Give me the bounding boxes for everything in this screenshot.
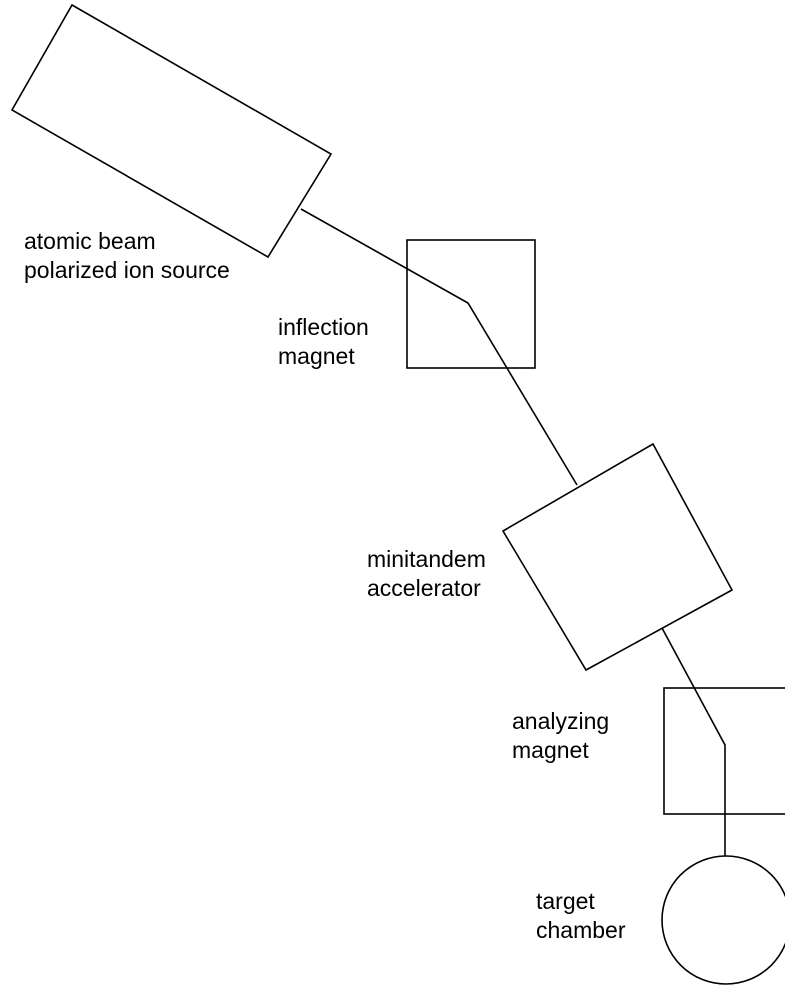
beam-path xyxy=(300,208,578,486)
ion-source-label: atomic beam polarized ion source xyxy=(24,227,230,285)
minitandem-label-line2: accelerator xyxy=(367,575,481,601)
inflection-magnet-box xyxy=(406,239,536,369)
analyzing-magnet-box xyxy=(663,687,785,815)
target-chamber-label-line1: target xyxy=(536,888,595,914)
ion-source-box xyxy=(10,3,333,259)
analyzing-magnet-label: analyzing magnet xyxy=(512,707,609,765)
analyzing-magnet-label-line2: magnet xyxy=(512,737,589,763)
target-chamber-circle xyxy=(661,855,785,985)
target-chamber-label: target chamber xyxy=(536,887,625,945)
minitandem-accelerator-box xyxy=(501,442,734,672)
minitandem-label-line1: minitandem xyxy=(367,546,486,572)
analyzing-magnet-label-line1: analyzing xyxy=(512,708,610,734)
ion-source-label-line2: polarized ion source xyxy=(24,257,230,283)
ion-source-label-line1: atomic beam xyxy=(24,228,156,254)
inflection-magnet-label: inflection magnet xyxy=(278,313,369,371)
beam-path-2 xyxy=(661,627,726,856)
minitandem-label: minitandem accelerator xyxy=(367,545,486,603)
inflection-magnet-label-line1: inflection xyxy=(278,314,369,340)
inflection-magnet-label-line2: magnet xyxy=(278,343,355,369)
target-chamber-label-line2: chamber xyxy=(536,917,626,943)
